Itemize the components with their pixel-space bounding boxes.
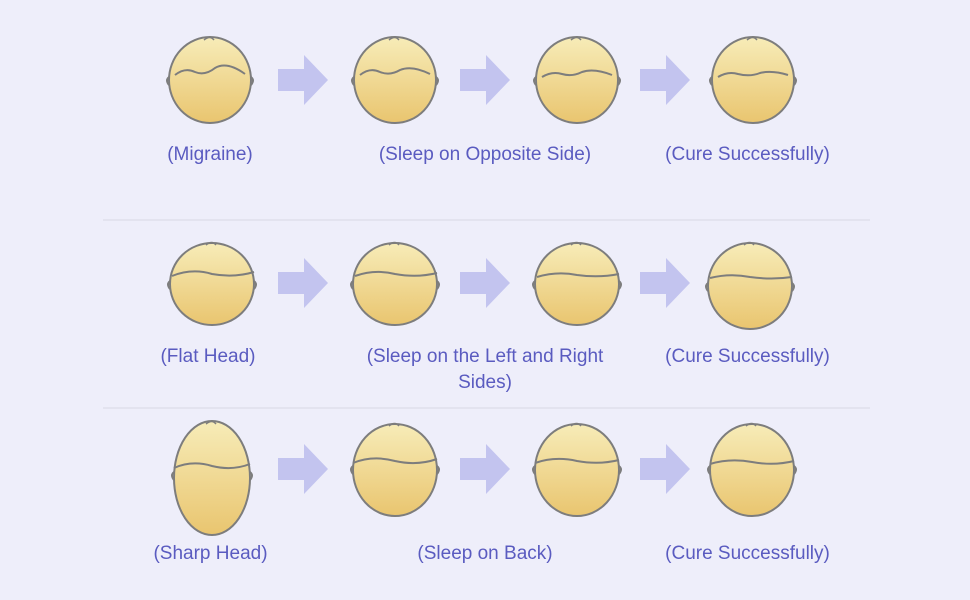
arrow-right-icon — [640, 55, 690, 105]
arrow-right-icon — [640, 258, 690, 308]
baby-head-icon-sharp — [164, 416, 260, 540]
baby-head-icon-flat-improving — [527, 232, 627, 330]
baby-head-icon-migraine-improving — [527, 30, 627, 128]
arrow-right-icon — [278, 444, 328, 494]
label-sleep-left-right-sides: (Sleep on the Left and Right Sides) — [360, 344, 610, 396]
baby-head-icon-sharp-cured — [702, 416, 802, 520]
label-cure-successfully: (Cure Successfully) — [630, 344, 865, 370]
arrow-right-icon — [460, 55, 510, 105]
arrow-right-icon — [278, 258, 328, 308]
label-sharp-head: (Sharp Head) — [128, 541, 293, 567]
arrow-right-icon — [460, 444, 510, 494]
label-sleep-on-back: (Sleep on Back) — [380, 541, 590, 567]
baby-head-icon-flat-cured — [700, 232, 800, 332]
baby-head-icon-migraine-sleeping — [345, 30, 445, 128]
baby-head-icon-migraine-cured — [703, 30, 803, 128]
baby-head-icon-flat-sleeping — [345, 232, 445, 330]
label-sleep-opposite-side: (Sleep on Opposite Side) — [340, 142, 630, 168]
row-flat-head: (Flat Head) (Sleep on the Left and Right… — [0, 220, 970, 410]
baby-head-icon-sharp-improving — [527, 416, 627, 520]
label-migraine: (Migraine) — [130, 142, 290, 168]
label-cure-successfully: (Cure Successfully) — [630, 541, 865, 567]
row-sharp-head: (Sharp Head) (Sleep on Back) (Cure Succe… — [0, 408, 970, 600]
row-migraine: (Migraine) (Sleep on Opposite Side) (Cur… — [0, 0, 970, 200]
arrow-right-icon — [640, 444, 690, 494]
label-cure-successfully: (Cure Successfully) — [630, 142, 865, 168]
label-flat-head: (Flat Head) — [128, 344, 288, 370]
baby-head-icon-migraine — [160, 30, 260, 128]
arrow-right-icon — [278, 55, 328, 105]
baby-head-icon-sharp-sleeping — [345, 416, 445, 520]
arrow-right-icon — [460, 258, 510, 308]
baby-head-icon-flat — [162, 232, 262, 330]
